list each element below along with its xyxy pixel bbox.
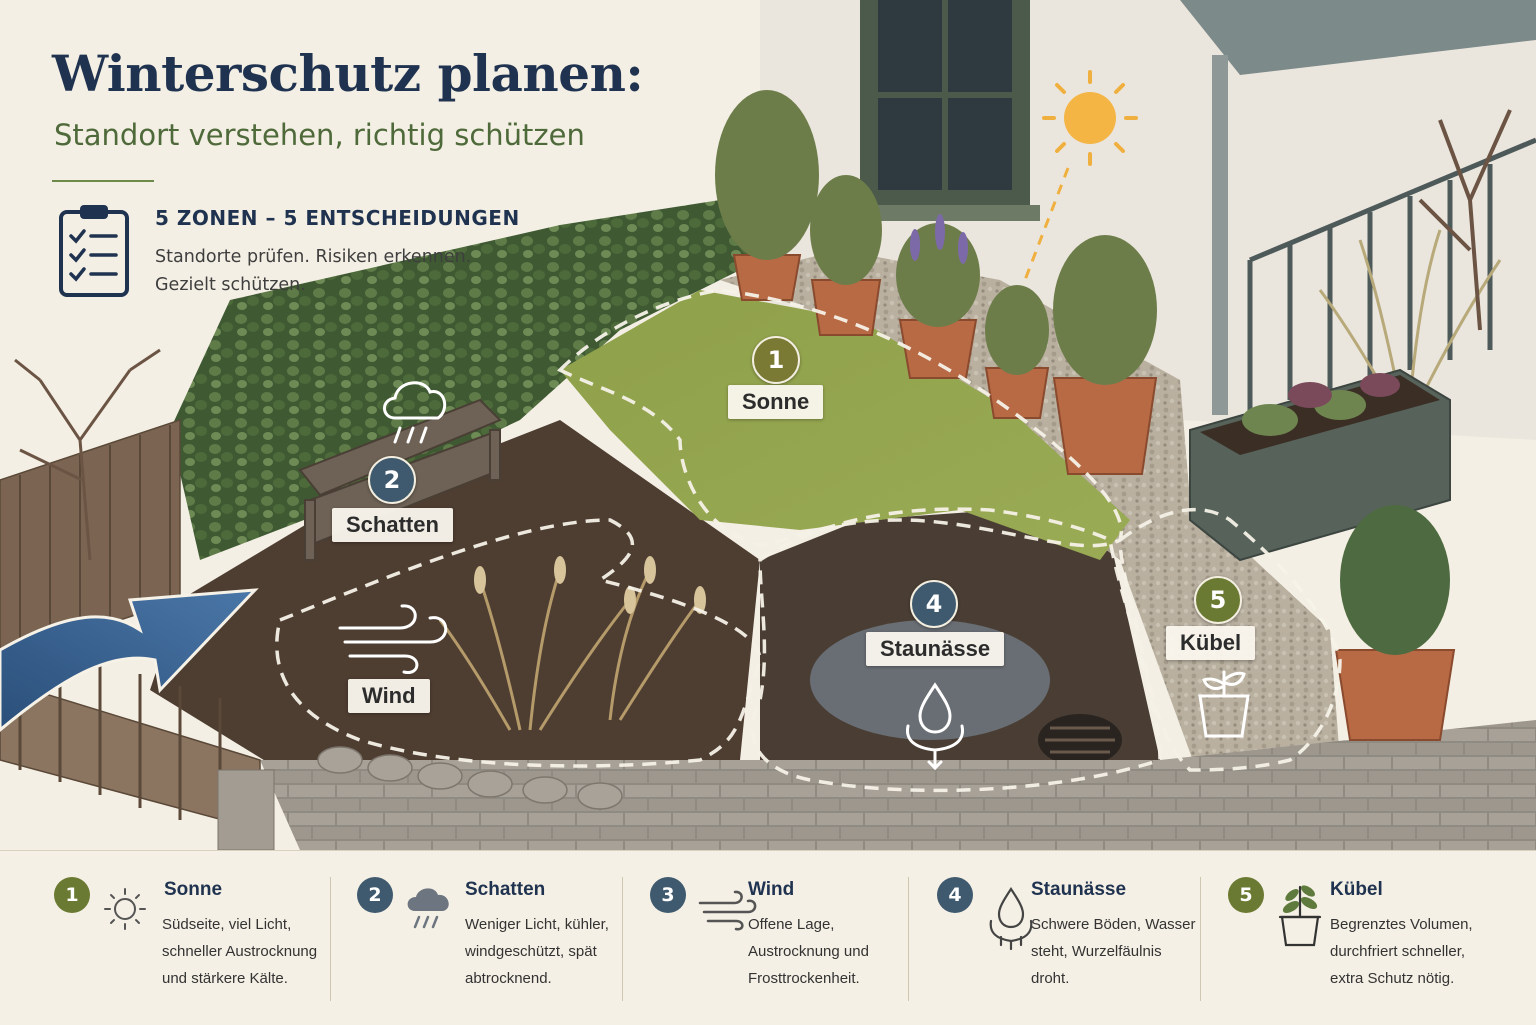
- zones-description: Standorte prüfen. Risiken erkennen. Gezi…: [155, 247, 472, 295]
- legend-item-waterlogging: 4 Staunässe Schwere Böden, Wasser steht,…: [937, 851, 1196, 1025]
- potted-plant-icon: [1278, 885, 1322, 947]
- zone-badge-4: 4: [910, 580, 958, 628]
- rain-cloud-icon: [383, 381, 447, 444]
- water-drop-icon: [989, 887, 1033, 951]
- zone-label-container: Kübel: [1166, 626, 1256, 660]
- zone-badge-5: 5: [1194, 576, 1242, 624]
- legend-divider: [622, 877, 623, 1001]
- zone-label-sun: Sonne: [728, 385, 824, 419]
- legend-item-wind: 3 Wind Offene Lage, Austrocknung und Fro…: [650, 851, 900, 1025]
- clipboard-checklist-icon: [59, 205, 129, 297]
- rain-cloud-icon: [407, 888, 449, 929]
- legend-number: 1: [54, 877, 90, 913]
- legend-description: Weniger Licht, kühler, windgeschützt, sp…: [465, 916, 609, 987]
- page-subtitle: Standort verstehen, richtig schützen: [54, 118, 585, 152]
- legend-divider: [1200, 877, 1201, 1001]
- legend-number: 3: [650, 877, 686, 913]
- legend-title: Staunässe: [1031, 879, 1127, 900]
- legend-number: 2: [357, 877, 393, 913]
- zone-label-waterlogging: Staunässe: [866, 632, 1005, 666]
- zone-label-shade: Schatten: [332, 508, 453, 542]
- zone-outline-waterlogging: [750, 507, 1162, 793]
- water-drop-icon: [905, 682, 965, 771]
- legend-item-shade: 2 Schatten Weniger Licht, kühler, windge…: [357, 851, 617, 1025]
- wind-icon: [698, 890, 757, 931]
- zone-label-wind: Wind: [348, 679, 430, 713]
- legend-description: Schwere Böden, Wasser steht, Wurzelfäuln…: [1031, 916, 1196, 987]
- legend-title: Kübel: [1330, 879, 1383, 900]
- wind-icon: [338, 604, 448, 674]
- legend-description: Offene Lage, Austrocknung und Frosttrock…: [748, 916, 869, 987]
- legend-number: 5: [1228, 877, 1264, 913]
- sun-icon: [1023, 70, 1138, 281]
- zone-outline-wind: [275, 518, 762, 768]
- zone-badge-1: 1: [752, 336, 800, 384]
- zones-heading: 5 ZONEN – 5 ENTSCHEIDUNGEN: [155, 206, 520, 230]
- legend-number: 4: [937, 877, 973, 913]
- legend-item-container: 5 Kübel Begrenztes Volumen, durchfriert …: [1228, 851, 1508, 1025]
- zone-badge-2: 2: [368, 456, 416, 504]
- zone-outline-container: [1118, 507, 1342, 772]
- title-divider: [52, 180, 154, 182]
- legend-bar: 1 Sonne Südseite, viel Licht, schneller …: [0, 850, 1536, 1025]
- potted-plant-icon: [1198, 670, 1250, 738]
- zone-outline-sun: [557, 288, 1123, 548]
- legend-title: Wind: [748, 879, 795, 900]
- legend-description: Südseite, viel Licht, schneller Austrock…: [162, 916, 318, 987]
- legend-description: Begrenztes Volumen, durchfriert schnelle…: [1330, 916, 1473, 987]
- legend-title: Schatten: [465, 879, 546, 900]
- wind-arrow: [0, 588, 259, 732]
- legend-divider: [908, 877, 909, 1001]
- sun-icon: [104, 888, 146, 930]
- legend-divider: [330, 877, 331, 1001]
- legend-title: Sonne: [164, 879, 223, 900]
- legend-item-sun: 1 Sonne Südseite, viel Licht, schneller …: [54, 851, 324, 1025]
- garden-illustration: [0, 0, 1536, 850]
- page-title: Winterschutz planen:: [52, 44, 644, 103]
